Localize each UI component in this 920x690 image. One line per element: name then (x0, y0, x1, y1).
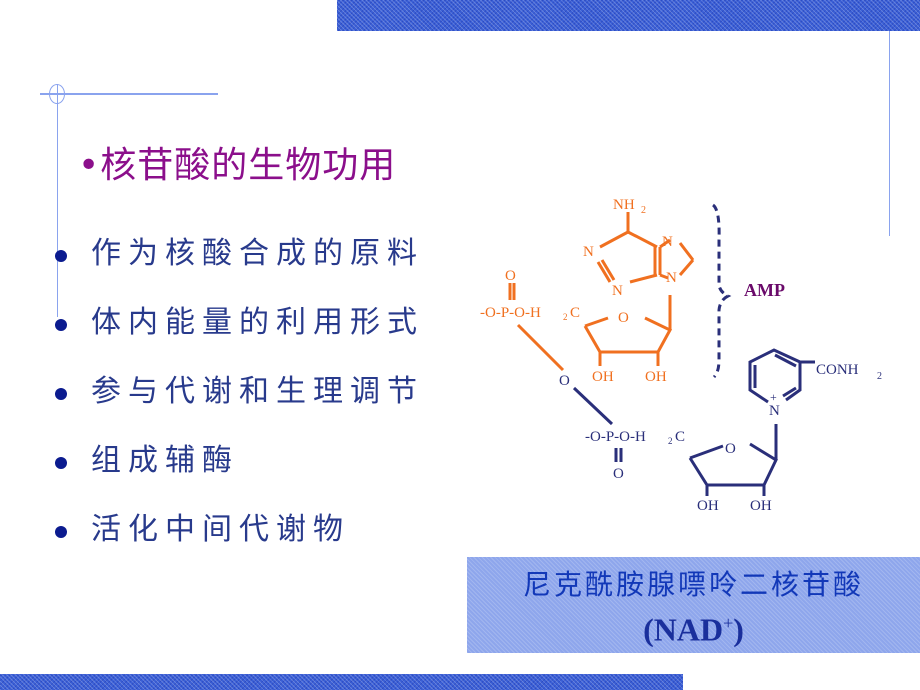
bullet-list: 作为核酸合成的原料 体内能量的利用形式 参与代谢和生理调节 组成辅酶 活化中间代… (55, 232, 424, 577)
svg-text:C: C (570, 305, 580, 321)
svg-text:N: N (662, 234, 673, 250)
nad-caption-box: 尼克酰胺腺嘌呤二核苷酸 (NAD+) (467, 557, 920, 653)
svg-text:OH: OH (697, 498, 719, 514)
svg-text:N: N (666, 270, 677, 286)
bullet-item: 体内能量的利用形式 (55, 301, 424, 370)
svg-text:CONH: CONH (816, 362, 859, 378)
svg-text:-O-P-O-H: -O-P-O-H (480, 305, 541, 321)
svg-text:O: O (725, 441, 736, 457)
svg-text:-O-P-O-H: -O-P-O-H (585, 429, 646, 445)
amp-structure (508, 212, 695, 372)
nad-structure-diagram: NH 2 N N N N O -O-P-O-H 2 C O OH OH AMP … (480, 197, 882, 514)
svg-text:2: 2 (877, 371, 882, 382)
decorative-vertical-line-left (57, 84, 58, 317)
decorative-horizontal-line (40, 93, 218, 95)
svg-text:N: N (583, 244, 594, 260)
svg-text:O: O (559, 373, 570, 389)
slide-title: •核苷酸的生物功用 (78, 145, 397, 186)
crosshair-circle-icon (49, 84, 65, 104)
svg-text:NH: NH (613, 197, 635, 213)
decorative-bottom-bar (0, 674, 683, 690)
svg-text:N: N (612, 283, 623, 299)
svg-text:N: N (769, 403, 780, 419)
svg-text:C: C (675, 429, 685, 445)
svg-text:O: O (618, 310, 629, 326)
decorative-vertical-line-right (889, 31, 890, 236)
bullet-dot-icon (55, 526, 67, 538)
bullet-dot-icon (55, 457, 67, 469)
bullet-dot-icon (55, 250, 67, 262)
caption-abbreviation: (NAD+) (643, 611, 744, 648)
svg-text:2: 2 (641, 205, 646, 216)
decorative-top-bar (337, 0, 920, 31)
nmn-structure (572, 348, 815, 496)
nmn-labels: O -O-P-O-H 2 C O O OH OH N + CONH 2 (559, 362, 882, 514)
amp-label: AMP (744, 280, 785, 300)
bullet-dot-icon (55, 319, 67, 331)
svg-text:OH: OH (592, 369, 614, 385)
svg-text:2: 2 (563, 312, 568, 322)
amp-bracket (711, 203, 732, 379)
svg-text:2: 2 (668, 436, 673, 446)
svg-text:+: + (770, 390, 777, 404)
bullet-item: 活化中间代谢物 (55, 508, 424, 577)
svg-text:O: O (505, 268, 516, 284)
svg-text:OH: OH (645, 369, 667, 385)
bullet-item: 作为核酸合成的原料 (55, 232, 424, 301)
caption-chinese-name: 尼克酰胺腺嘌呤二核苷酸 (522, 568, 864, 601)
svg-text:O: O (613, 466, 624, 482)
bullet-item: 组成辅酶 (55, 439, 424, 508)
svg-text:OH: OH (750, 498, 772, 514)
bullet-dot-icon (55, 388, 67, 400)
amp-labels: NH 2 N N N N O -O-P-O-H 2 C O OH OH (480, 197, 677, 385)
bullet-item: 参与代谢和生理调节 (55, 370, 424, 439)
